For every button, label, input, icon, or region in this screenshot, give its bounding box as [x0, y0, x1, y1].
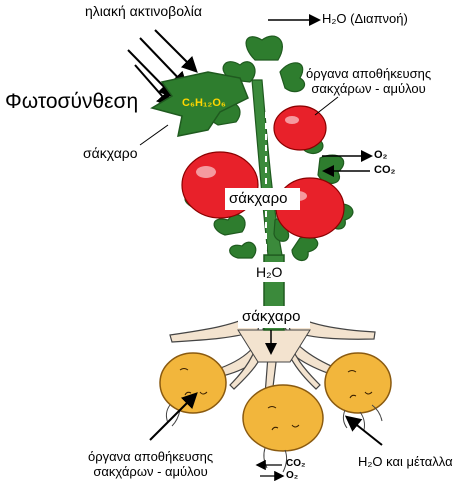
storage-bottom-line-1: όργανα αποθήκευσης — [88, 449, 214, 464]
water-stem-box — [252, 262, 290, 282]
photosynthesis-label: Φωτοσύνθεση — [5, 90, 139, 113]
storage-top-line-1: όργανα αποθήκευσης — [306, 66, 432, 81]
storage-top-pointer — [314, 96, 339, 116]
water-metals-pointer — [344, 415, 383, 446]
sugar-stem-box — [238, 306, 310, 328]
tubers — [159, 352, 392, 452]
transpiration-label: H₂O (Διαπνοή) — [322, 11, 408, 26]
sunlight-rays — [127, 29, 198, 109]
co2-label-top: CO₂ — [374, 164, 396, 176]
co2-label-bottom: CO₂ — [286, 458, 306, 469]
sugar-pointer — [139, 124, 169, 146]
sugar-center-box — [225, 188, 300, 210]
storage-organs-bottom-label: όργανα αποθήκευσης σακχάρων - αμύλου — [88, 449, 214, 480]
storage-bottom-pointer — [149, 392, 198, 441]
sugar-label-center: σάκχαρο — [229, 190, 288, 207]
solar-radiation-label: ηλιακή ακτινοβολία — [85, 3, 202, 19]
o2-label-bottom: O₂ — [286, 470, 299, 481]
sugar-label-left: σάκχαρο — [83, 145, 138, 161]
water-metals-label: H₂O και μέταλλα — [358, 454, 453, 469]
storage-top-line-2: σακχάρων - αμύλου — [311, 80, 426, 96]
o2-label-top: O₂ — [374, 149, 388, 161]
sugar-label-stem: σάκχαρο — [242, 308, 301, 325]
glucose-formula: C₆H₁₂O₆ — [182, 97, 226, 109]
storage-bottom-line-2: σακχάρων - αμύλου — [93, 463, 208, 479]
storage-organs-top-label: όργανα αποθήκευσης σακχάρων - αμύλου — [306, 66, 432, 97]
water-label-stem: H₂O — [256, 264, 283, 280]
photosynthesis-leaf — [150, 71, 249, 137]
